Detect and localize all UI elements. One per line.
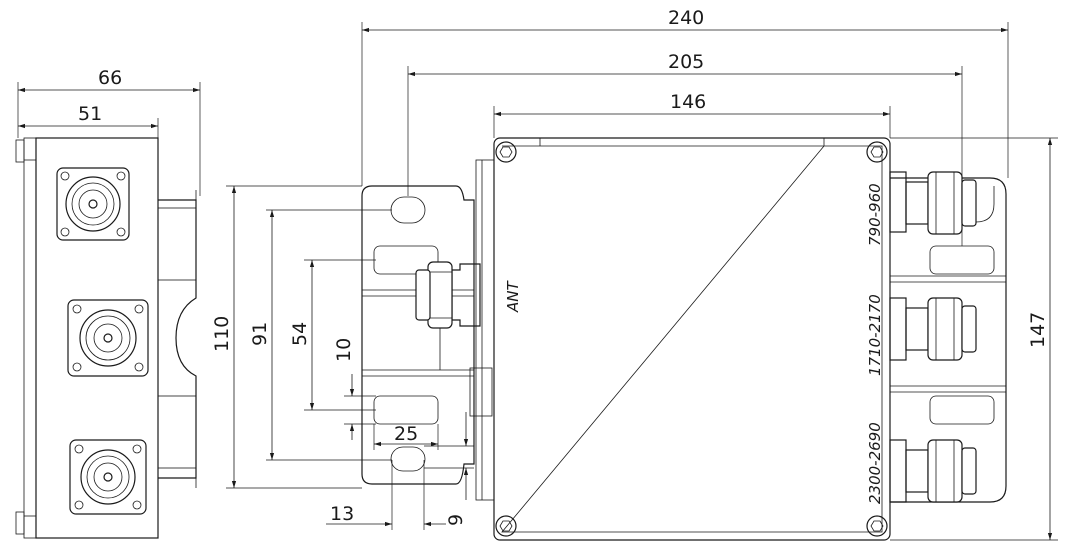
dimension-54: 54 <box>289 322 311 346</box>
ant-label: ANT <box>504 280 522 313</box>
dimension-9: 9 <box>445 514 467 526</box>
ant-connector-icon <box>415 261 481 329</box>
port-label-790-960: 790-960 <box>866 183 884 246</box>
port-2300-2690-connector-icon <box>889 439 977 503</box>
dimension-91: 91 <box>249 322 271 346</box>
dimension-10: 10 <box>333 338 355 362</box>
side-view: 66 51 <box>15 67 201 539</box>
n-connector-icon <box>67 299 149 377</box>
dimension-25: 25 <box>394 423 418 445</box>
corner-bolt-icon <box>495 515 517 537</box>
port-label-1710-2170: 1710-2170 <box>866 294 884 376</box>
n-connector-icon <box>69 439 147 515</box>
port-790-960-connector-icon <box>889 171 977 235</box>
dimension-147: 147 <box>1027 312 1049 348</box>
corner-bolt-icon <box>495 141 517 163</box>
front-view: ANT <box>211 7 1058 541</box>
corner-bolt-icon <box>866 141 888 163</box>
dimension-66: 66 <box>98 67 122 89</box>
port-1710-2170-connector-icon <box>889 297 977 361</box>
port-label-2300-2690: 2300-2690 <box>866 422 884 504</box>
dimension-13: 13 <box>330 503 354 525</box>
dimension-146: 146 <box>670 91 706 113</box>
dimension-110: 110 <box>211 316 233 352</box>
n-connector-icon <box>56 167 130 241</box>
dimension-240: 240 <box>668 7 704 29</box>
dimension-51: 51 <box>78 103 102 125</box>
corner-bolt-icon <box>866 515 888 537</box>
dimension-205: 205 <box>668 51 704 73</box>
